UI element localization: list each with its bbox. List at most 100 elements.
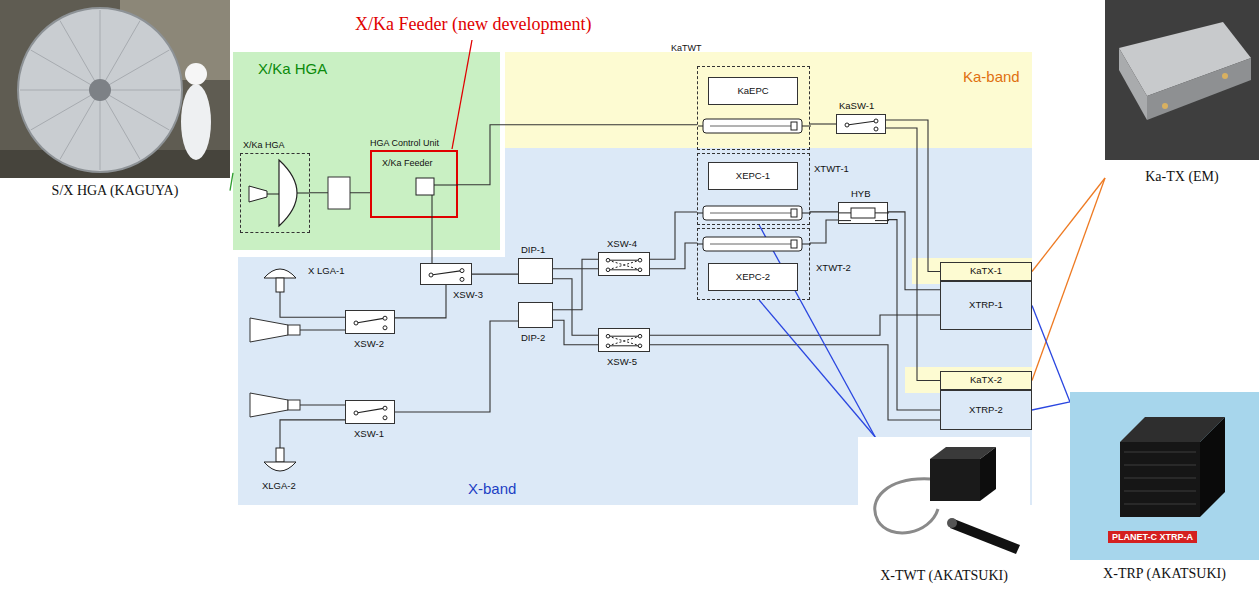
connector [395,285,446,318]
photo-art [20,90,100,91]
symbol-part [279,160,297,226]
photo: Ka-TX (EM) [1105,0,1259,200]
photo-art [1070,392,1259,560]
symbol-part [703,206,802,220]
connector [310,192,370,193]
photo-art [1124,491,1196,492]
photo-art [100,21,140,90]
control-block [328,177,350,209]
photo-art [100,50,169,90]
power-box: XEPC-2 [708,263,798,291]
photo-art [1124,465,1196,466]
symbol-part [638,344,642,348]
symbol-part [638,268,642,272]
symbol-part [710,213,795,214]
symbol-part [460,277,464,281]
symbol-part [802,244,811,245]
photo-art [100,90,180,91]
connector [458,125,697,185]
symbol-part [356,408,385,413]
connector [810,123,836,124]
photo-art [1222,73,1228,79]
part-label: X LGA-1 [308,266,344,277]
diplexer: DIP-1 [518,258,553,284]
symbol-part [710,244,795,245]
symbol-part [698,213,703,214]
antenna: XLGA-2 [262,440,298,478]
connector [810,220,838,243]
photo-art [1119,48,1147,120]
horn-antenna [250,318,288,342]
symbol-part [608,345,640,346]
symbol-part [608,260,640,261]
part-label: DIP-1 [521,245,545,256]
connector [280,420,345,440]
connector [650,212,697,259]
region-title: Ka-band [963,68,1020,85]
photo-art [930,459,980,501]
part-symbol [262,440,298,478]
photo-art [100,10,101,90]
symbol-part [383,406,387,410]
band-region: X/Ka HGAX/Ka HGAHGA Control UnitX/Ka Fee… [233,52,500,250]
horn-antenna [288,400,300,410]
photo-art [1162,103,1168,109]
switch: XSW-2 [345,310,395,334]
leader-line [1032,178,1105,272]
part-label: HGA Control Unit [370,138,439,148]
connector [472,273,518,274]
part-label: X/Ka HGA [243,140,285,150]
symbol-part [267,194,279,195]
symbol-part [432,195,433,218]
photo-art [1124,504,1196,505]
photo-art [181,84,211,160]
leader-line [759,225,875,437]
connector [553,279,598,335]
switch: KaSW-1 [836,114,886,134]
photo: X-TWT (AKATSUKI) [858,437,1030,587]
photo-art [950,519,1020,554]
symbol-part [354,411,358,415]
amplifier-group: XTWT-1XEPC-1 [697,153,810,225]
connector [650,345,940,420]
symbol-part [264,462,296,471]
photo-art [1147,58,1251,120]
symbol-part [608,260,640,270]
part-label: KaTX-1 [970,266,1002,277]
part-label: XSW-3 [453,290,483,301]
symbol-part [802,213,811,214]
symbol-part [249,186,267,202]
photo-art [1105,0,1259,160]
photo-art [980,447,996,501]
connector [888,212,940,290]
transmitter-box: KaTX-1 [940,262,1032,281]
symbol-part [874,127,878,131]
photo-art [60,21,100,90]
photo-art [185,63,207,85]
symbol-part [851,208,875,218]
band-region: Ka-bandKaTWTKaEPCKaSW-1 [505,52,1032,148]
symbol-part [416,178,434,195]
leader-line [230,173,233,191]
switch: XSW-3 [420,263,472,285]
symbol-part [383,416,387,420]
symbol-part [383,316,387,320]
symbol-part [276,448,284,462]
connector [650,243,697,269]
photo-art [18,8,182,172]
diplexer: DIP-2 [518,302,553,328]
symbol-part [429,273,433,277]
sticker-text: PLANET-C XTRP-A [1108,531,1197,543]
symbol-part [791,209,797,217]
symbol-part [608,336,640,346]
part-label: XSW-4 [607,239,637,250]
symbol-part [698,244,703,245]
connector [553,259,598,310]
symbol-part [802,126,811,127]
symbol-part [875,212,889,213]
wire [300,404,346,405]
photo-art [1124,478,1196,479]
connector [886,128,940,381]
part-label: X/Ka Feeder [382,158,433,168]
